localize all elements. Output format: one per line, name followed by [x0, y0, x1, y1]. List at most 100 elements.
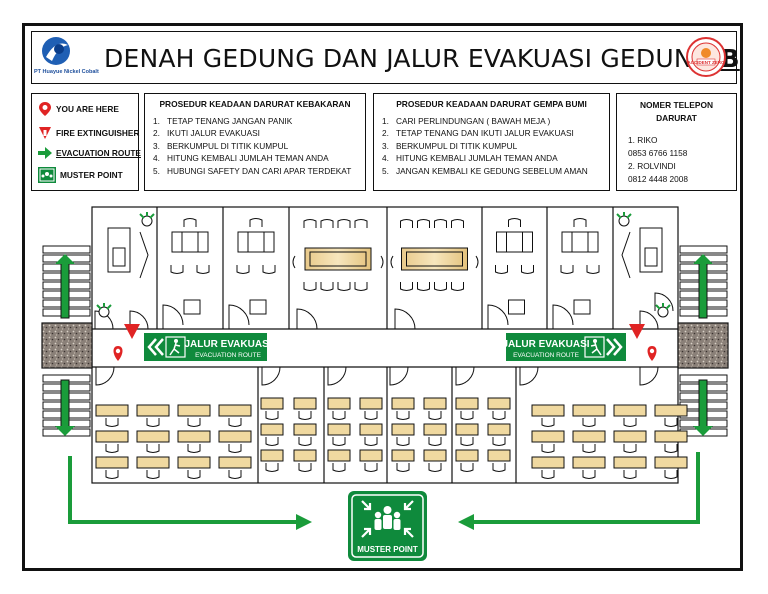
evac-arrow-down-right — [698, 379, 708, 429]
workstation-desk — [327, 449, 351, 462]
location-pin-icon — [115, 348, 121, 354]
chair — [364, 411, 378, 420]
location-pin-icon — [113, 346, 123, 361]
fire-extinguisher-icon — [96, 303, 112, 310]
workstation-desk — [359, 449, 383, 462]
cabinet — [183, 299, 201, 315]
cabinet — [573, 299, 591, 315]
chair — [396, 463, 410, 472]
title-building-letter: B — [720, 44, 740, 73]
door-swing — [654, 292, 674, 312]
chair — [396, 437, 410, 446]
workstation-desk — [359, 397, 383, 410]
desk — [561, 231, 599, 253]
workstation-desk — [95, 456, 129, 469]
meeting-table-top — [406, 251, 463, 267]
chair — [396, 411, 410, 420]
chair — [354, 219, 368, 228]
door-swing — [129, 310, 149, 330]
stairs-left-top — [42, 245, 91, 254]
workstation-desk — [572, 456, 606, 469]
legend-label: YOU ARE HERE — [56, 104, 119, 114]
fire-extinguisher-icon — [39, 127, 51, 139]
evacuation-sign-left: JALUR EVAKUASI EVACUATION ROUTE — [144, 333, 267, 361]
chair — [228, 470, 242, 479]
quake-step: 3.BERKUMPUL DI TITIK KUMPUL — [382, 140, 518, 151]
door-swing — [261, 366, 281, 386]
evac-arrow-right-head — [458, 514, 474, 530]
legend-label: FIRE EXTINGUISHER — [56, 128, 140, 138]
door-swing — [455, 366, 475, 386]
chair — [428, 411, 442, 420]
running-person-icon — [593, 339, 597, 343]
workstation-desk — [423, 449, 447, 462]
chair — [337, 282, 351, 291]
workstation-desk — [293, 423, 317, 436]
workstation-desk — [613, 430, 647, 443]
chair — [434, 219, 447, 228]
workstation-desk — [391, 449, 415, 462]
chair — [623, 444, 637, 453]
monitor — [112, 247, 126, 267]
chair — [521, 265, 534, 274]
title-bar — [31, 31, 737, 84]
chair — [105, 444, 119, 453]
exit-door-icon — [165, 336, 186, 358]
earthquake-procedure-panel: PROSEDUR KEADAAN DARURAT GEMPA BUMI 1.CA… — [373, 93, 610, 191]
chair — [170, 265, 184, 274]
muster-point-label: MUSTER POINT — [357, 545, 418, 554]
chair — [265, 463, 279, 472]
green-arrow-icon — [38, 147, 52, 159]
chair — [586, 265, 600, 274]
chair — [621, 231, 631, 279]
sign-subtitle: EVACUATION ROUTE — [195, 352, 262, 359]
chair — [664, 444, 678, 453]
workstation-desk — [531, 430, 565, 443]
chair — [332, 437, 346, 446]
sign-subtitle: EVACUATION ROUTE — [513, 352, 580, 359]
chair — [303, 282, 317, 291]
desk — [496, 231, 533, 253]
fire-extinguisher-sign-icon — [124, 324, 140, 339]
door-swing — [228, 304, 250, 329]
stairs-right-top — [679, 245, 728, 254]
door-swing — [639, 366, 659, 386]
workstation-desk — [455, 449, 479, 462]
legend-muster-point: MUSTER POINT — [38, 167, 123, 183]
chair — [623, 418, 637, 427]
workstation-desk — [95, 404, 129, 417]
chair — [196, 265, 210, 274]
chair — [492, 437, 506, 446]
sign-title: JALUR EVAKUASI — [506, 339, 590, 350]
workstation-desk — [654, 430, 688, 443]
chair — [105, 418, 119, 427]
chair — [495, 265, 508, 274]
workstation-desk — [177, 430, 211, 443]
workstation-desk — [613, 404, 647, 417]
chair — [146, 444, 160, 453]
evac-arrow-up-right — [698, 261, 708, 319]
workstation-desk — [572, 430, 606, 443]
workstation-desk — [487, 423, 511, 436]
door-swing — [296, 308, 318, 330]
accident-zero-seal-icon: ACCIDENT ZERO — [686, 37, 726, 77]
chair — [492, 463, 506, 472]
door-swing — [519, 366, 539, 386]
workstation-desk — [654, 456, 688, 469]
desk — [237, 231, 275, 253]
chair — [292, 255, 296, 269]
chair — [320, 219, 334, 228]
meeting-table — [401, 247, 468, 271]
fire-procedure-panel: PROSEDUR KEADAAN DARURAT KEBAKARAN 1.TET… — [144, 93, 366, 191]
meeting-table-top — [309, 251, 367, 267]
converge-arrows-icon — [361, 500, 414, 538]
chair — [249, 218, 263, 227]
legend-fire-extinguisher: FIRE EXTINGUISHER — [38, 125, 139, 141]
seal-label: ACCIDENT ZERO — [688, 60, 725, 65]
workstation-desk — [293, 449, 317, 462]
chair — [582, 444, 596, 453]
contact-number: 0812 4448 2008 — [628, 174, 688, 184]
muster-point-sign: MUSTER POINT — [348, 491, 427, 561]
chair — [364, 437, 378, 446]
